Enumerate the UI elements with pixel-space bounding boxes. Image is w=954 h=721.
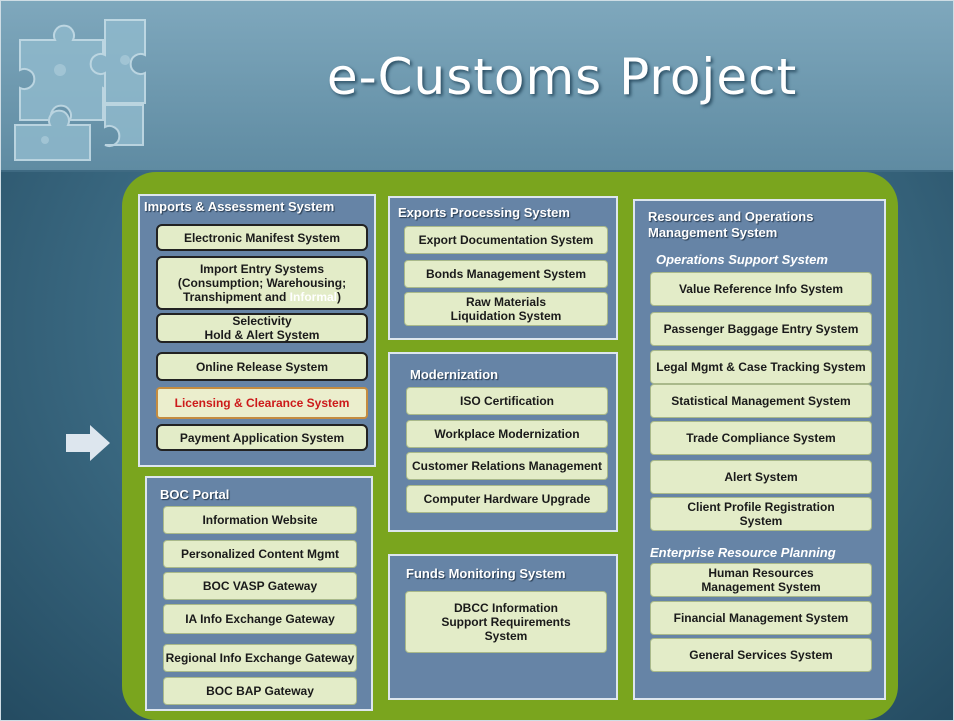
- raw-materials-box: Raw Materials Liquidation System: [404, 292, 608, 326]
- raw-materials-line1: Raw Materials: [465, 295, 547, 309]
- import-entry-line3a: Transhipment and: [182, 290, 290, 304]
- financial-management-box: Financial Management System: [650, 601, 872, 635]
- human-resources-box: Human Resources Management System: [650, 563, 872, 597]
- online-release-box: Online Release System: [156, 352, 368, 381]
- legal-mgmt-box: Legal Mgmt & Case Tracking System: [650, 350, 872, 384]
- dbcc-box: DBCC Information Support Requirements Sy…: [405, 591, 607, 653]
- import-entry-box: Import Entry Systems (Consumption; Wareh…: [156, 256, 368, 310]
- trade-compliance-box: Trade Compliance System: [650, 421, 872, 455]
- regional-exchange-box: Regional Info Exchange Gateway: [163, 644, 357, 672]
- client-profile-line2: System: [739, 514, 783, 528]
- bonds-management-box: Bonds Management System: [404, 260, 608, 288]
- passenger-baggage-box: Passenger Baggage Entry System: [650, 312, 872, 346]
- iso-certification-box: ISO Certification: [406, 387, 608, 415]
- human-resources-line2: Management System: [701, 580, 821, 594]
- general-services-box: General Services System: [650, 638, 872, 672]
- customer-relations-box: Customer Relations Management: [406, 452, 608, 480]
- funds-title: Funds Monitoring System: [406, 566, 566, 581]
- erp-title: Enterprise Resource Planning: [650, 545, 836, 560]
- imports-title: Imports & Assessment System: [144, 199, 335, 214]
- modernization-title: Modernization: [410, 367, 499, 382]
- workplace-modernization-box: Workplace Modernization: [406, 420, 608, 448]
- portal-title: BOC Portal: [160, 487, 230, 502]
- dbcc-line1: DBCC Information: [454, 601, 558, 615]
- dbcc-line3: System: [484, 629, 528, 643]
- resources-title-line2: Management System: [648, 225, 778, 240]
- export-documentation-box: Export Documentation System: [404, 226, 608, 254]
- client-profile-line1: Client Profile Registration: [687, 500, 835, 514]
- payment-application-box: Payment Application System: [156, 424, 368, 451]
- bap-gateway-box: BOC BAP Gateway: [163, 677, 357, 705]
- selectivity-box: Selectivity Hold & Alert System: [156, 313, 368, 343]
- arrow-right-icon: [66, 425, 110, 461]
- hardware-upgrade-box: Computer Hardware Upgrade: [406, 485, 608, 513]
- information-website-box: Information Website: [163, 506, 357, 534]
- ia-exchange-box: IA Info Exchange Gateway: [163, 604, 357, 634]
- alert-system-box: Alert System: [650, 460, 872, 494]
- import-entry-informal: Informal: [289, 290, 338, 304]
- operations-support-title: Operations Support System: [656, 252, 828, 267]
- human-resources-line1: Human Resources: [708, 566, 814, 580]
- selectivity-line1: Selectivity: [232, 314, 292, 328]
- puzzle-graphic: [14, 19, 146, 161]
- dbcc-line2: Support Requirements: [441, 615, 571, 629]
- raw-materials-line2: Liquidation System: [450, 309, 562, 323]
- slide-title: e-Customs Project: [326, 48, 798, 106]
- personalized-content-box: Personalized Content Mgmt: [163, 540, 357, 568]
- import-entry-line2: (Consumption; Warehousing;: [177, 276, 347, 290]
- licensing-clearance-box: Licensing & Clearance System: [156, 387, 368, 419]
- resources-title-line1: Resources and Operations: [648, 209, 814, 224]
- statistical-management-box: Statistical Management System: [650, 384, 872, 418]
- electronic-manifest-box: Electronic Manifest System: [156, 224, 368, 251]
- import-entry-line3c: ): [337, 290, 342, 304]
- exports-title: Exports Processing System: [398, 205, 570, 220]
- value-reference-box: Value Reference Info System: [650, 272, 872, 306]
- title-bar: [0, 0, 954, 172]
- selectivity-line2: Hold & Alert System: [204, 328, 320, 342]
- client-profile-box: Client Profile Registration System: [650, 497, 872, 531]
- import-entry-line1: Import Entry Systems: [199, 262, 325, 276]
- vasp-gateway-box: BOC VASP Gateway: [163, 572, 357, 600]
